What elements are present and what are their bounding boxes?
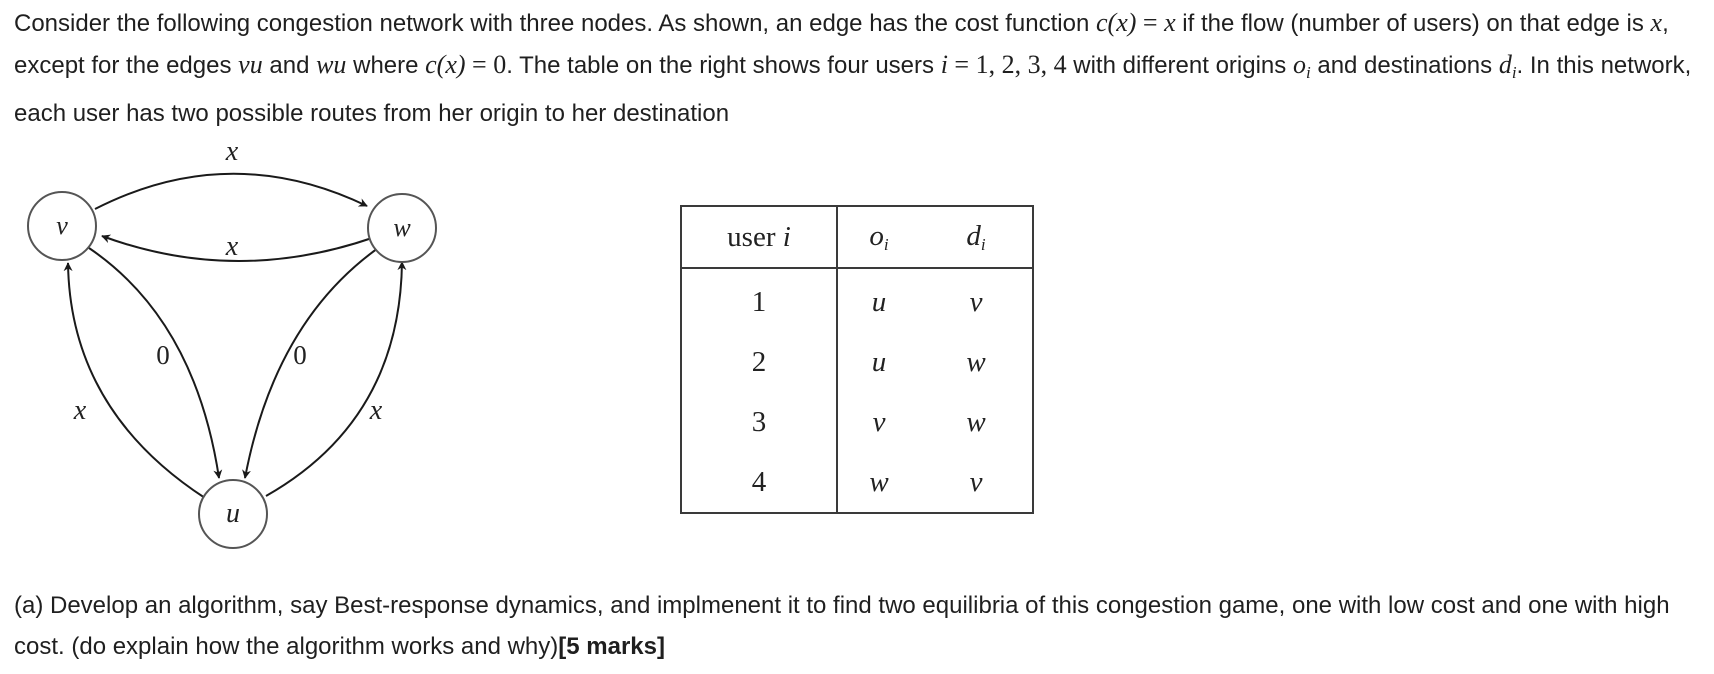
edge-label-w-to-v: x [225,231,239,262]
cell-origin: w [869,465,889,498]
header-destination: di [920,206,1033,269]
cell-user: 4 [681,452,838,513]
edge-w-to-u [242,245,382,479]
edge-w-to-v [101,234,373,262]
cell-user: 3 [681,392,838,452]
cell-destination: w [966,405,986,438]
cell-destination: v [969,285,983,318]
edge-label-u-to-v: x [73,395,87,426]
cell-user: 2 [681,332,838,392]
table-row: 2 u w [681,332,1033,392]
header-origin: oi [837,206,920,269]
node-u-label: u [226,498,240,529]
edge-v-to-w [94,172,368,210]
node-v [27,191,97,261]
edge-label-v-to-w: x [225,136,239,167]
cell-destination: v [969,465,983,498]
edge-u-to-w [265,261,407,497]
cell-origin: v [872,405,886,438]
marks-label: [5 marks] [558,633,665,660]
user-od-table: user i oi di 1 u v 2 u w 3 v w 4 w v [680,205,1034,514]
question-part-a: (a) Develop an algorithm, say Best-respo… [14,592,1670,660]
header-user: user i [681,206,838,269]
cell-origin: u [871,345,887,378]
node-w-label: w [393,213,411,242]
cell-origin: u [871,285,887,318]
edge-label-v-to-u: 0 [156,340,170,370]
table-row: 3 v w [681,392,1033,452]
edge-label-u-to-w: x [369,395,383,426]
table-header-row: user i oi di [681,206,1033,269]
cell-user: 1 [681,268,838,332]
table-row: 1 u v [681,268,1033,332]
problem-statement: Consider the following congestion networ… [14,8,1692,127]
node-v-label: v [56,211,68,240]
edge-u-to-v [63,262,206,499]
congestion-network-graph: v w u x x 0 0 x x [27,136,437,549]
node-w [367,193,437,263]
node-u [198,479,268,549]
edge-label-w-to-u: 0 [293,340,307,370]
edge-v-to-u [88,247,223,479]
table-row: 4 w v [681,452,1033,513]
cell-destination: w [966,345,986,378]
